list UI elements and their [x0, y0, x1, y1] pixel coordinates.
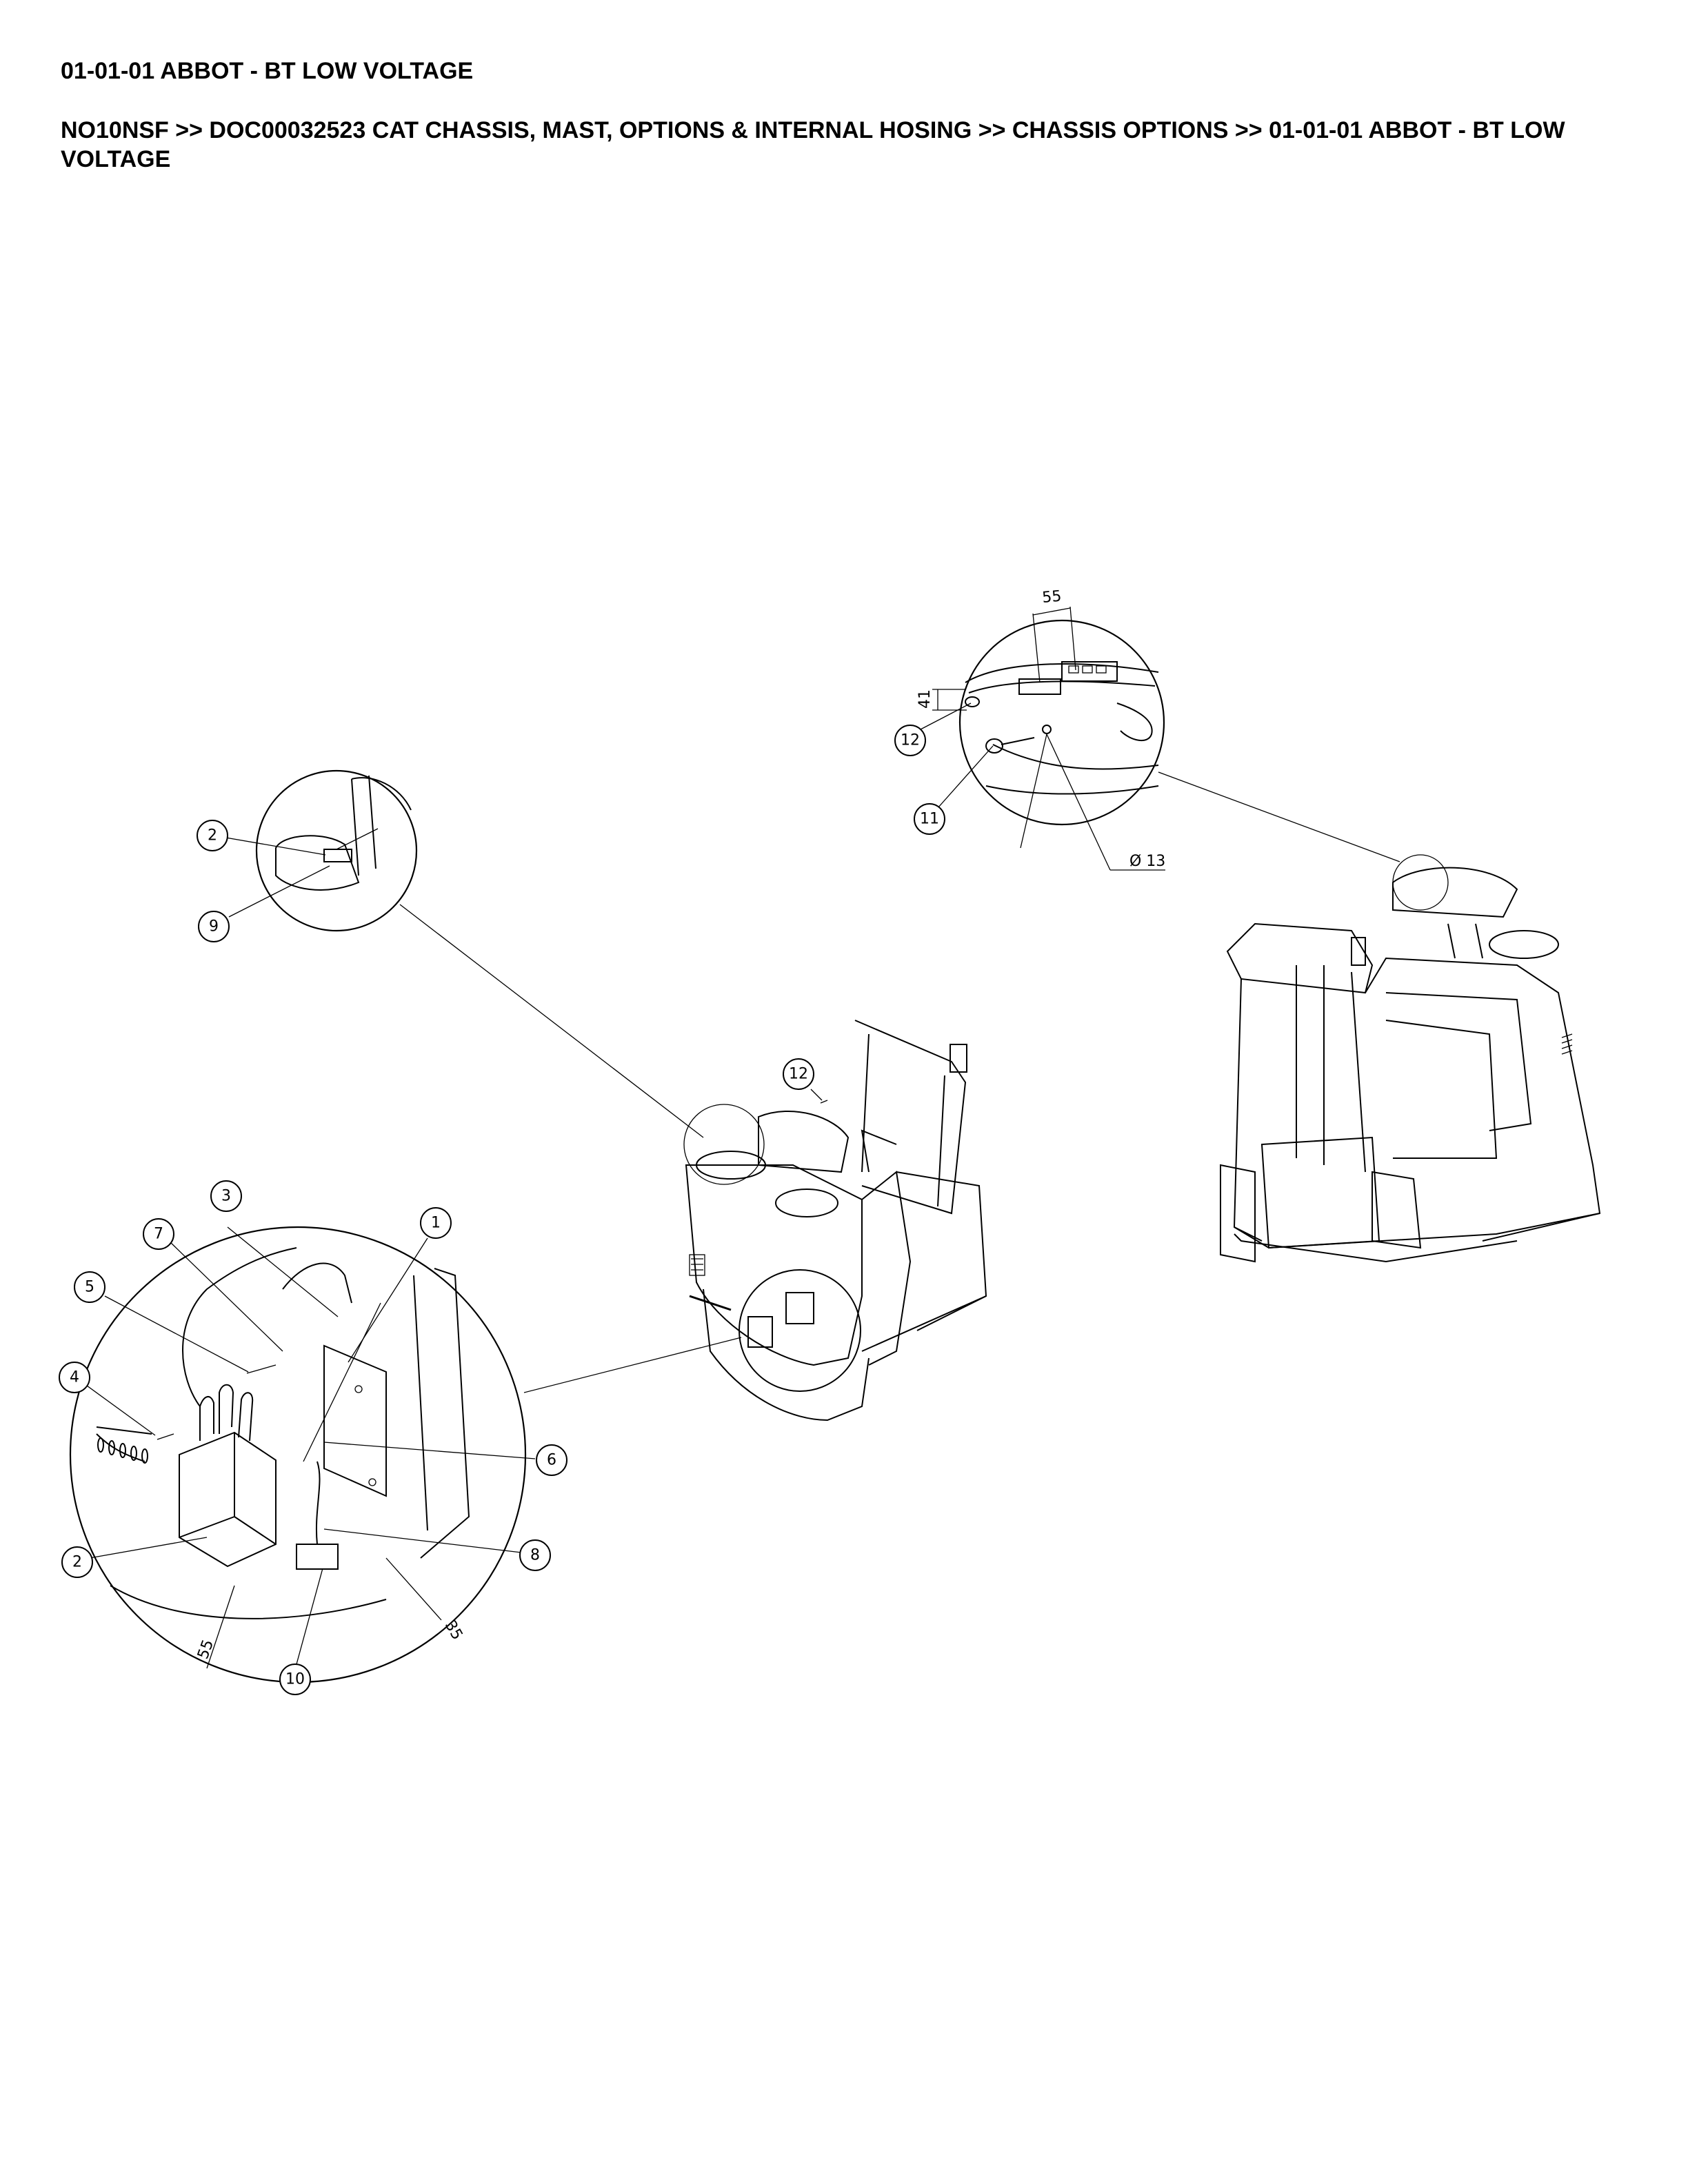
dimension-diameter-13: Ø 13	[1129, 853, 1165, 870]
svg-text:12: 12	[901, 732, 920, 749]
dimension-55-top: 55	[1041, 588, 1062, 607]
svg-text:8: 8	[530, 1547, 540, 1564]
callout-item-2: 2	[197, 820, 228, 851]
svg-text:2: 2	[208, 827, 217, 845]
vent-grille	[1561, 1033, 1573, 1055]
detail-circle-upper-left	[213, 769, 418, 932]
callout-item-7: 7	[143, 1218, 174, 1250]
svg-text:3: 3	[221, 1188, 231, 1205]
svg-text:5: 5	[85, 1279, 94, 1296]
detail-circle-top	[920, 606, 1165, 871]
vent-slots	[97, 1437, 148, 1464]
vent-grille	[689, 1254, 705, 1276]
svg-text:7: 7	[154, 1226, 163, 1243]
svg-text:4: 4	[70, 1369, 79, 1386]
svg-text:2: 2	[72, 1554, 82, 1571]
detail-leader-lines	[399, 771, 1400, 1393]
callout-item-1: 1	[420, 1207, 452, 1239]
callout-item-9: 9	[198, 911, 230, 942]
callout-item-2: 2	[61, 1546, 93, 1578]
callout-item-8: 8	[519, 1539, 551, 1571]
svg-text:12: 12	[789, 1066, 808, 1083]
callout-item-3: 3	[210, 1180, 242, 1212]
callout-item-4: 4	[59, 1362, 90, 1393]
detail-circle-electrical	[69, 1226, 536, 1684]
callout-item-11: 11	[914, 803, 945, 835]
svg-text:6: 6	[547, 1452, 556, 1469]
page-title: 01-01-01 ABBOT - BT LOW VOLTAGE	[61, 58, 474, 84]
callout-item-10: 10	[279, 1664, 311, 1695]
svg-text:11: 11	[920, 811, 939, 828]
svg-text:10: 10	[285, 1671, 305, 1688]
dimension-41: 41	[916, 689, 934, 709]
callout-item-12: 12	[894, 725, 926, 756]
svg-text:1: 1	[431, 1215, 441, 1232]
callout-item-5: 5	[74, 1271, 106, 1303]
right-truck-mast	[1220, 854, 1601, 1263]
breadcrumb: NO10NSF >> DOC00032523 CAT CHASSIS, MAST…	[61, 117, 1565, 172]
callout-item-6: 6	[536, 1444, 567, 1476]
svg-text:9: 9	[209, 918, 219, 936]
center-truck-chassis	[683, 1020, 987, 1422]
callout-item-12: 12	[783, 1058, 814, 1090]
